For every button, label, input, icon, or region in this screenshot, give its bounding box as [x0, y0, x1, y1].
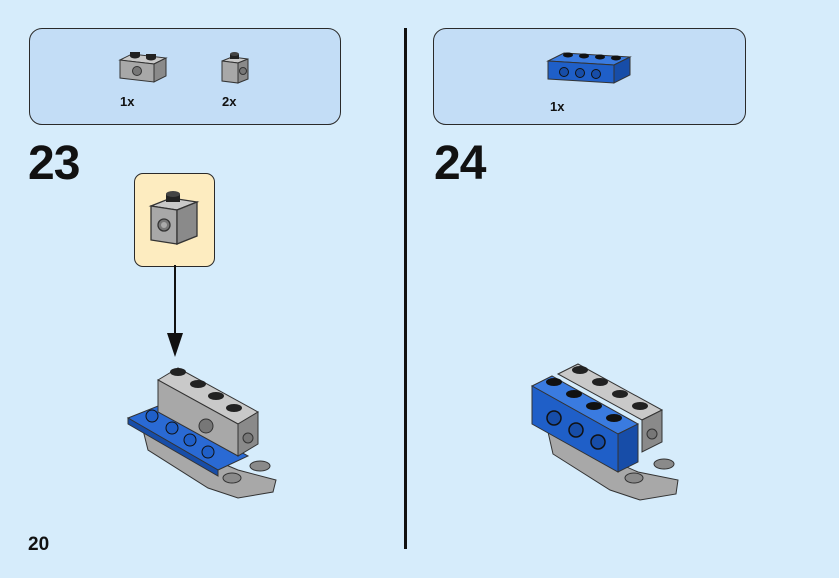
blue-1x4-technic-brick-icon — [546, 52, 632, 84]
step-number-23: 23 — [28, 137, 80, 190]
callout-box — [134, 173, 215, 267]
parts-list-step-23: 1x 2x — [29, 28, 341, 125]
part-qty-2: 2x — [222, 94, 237, 109]
page-number: 20 — [28, 534, 50, 555]
gray-1x1-brick-with-stud-icon — [148, 191, 200, 245]
gray-1x1-brick-with-stud-icon — [221, 52, 249, 84]
parts-list-step-24: 1x — [433, 28, 746, 125]
model-assembly-step-23 — [126, 367, 277, 499]
step-number-24: 24 — [434, 137, 486, 190]
part-qty-1: 1x — [120, 94, 135, 109]
step-divider — [404, 28, 407, 549]
down-arrow-icon — [167, 265, 183, 357]
gray-1x2-technic-brick-icon — [118, 52, 168, 83]
model-assembly-step-24 — [530, 363, 679, 501]
part-qty-3: 1x — [550, 99, 565, 114]
